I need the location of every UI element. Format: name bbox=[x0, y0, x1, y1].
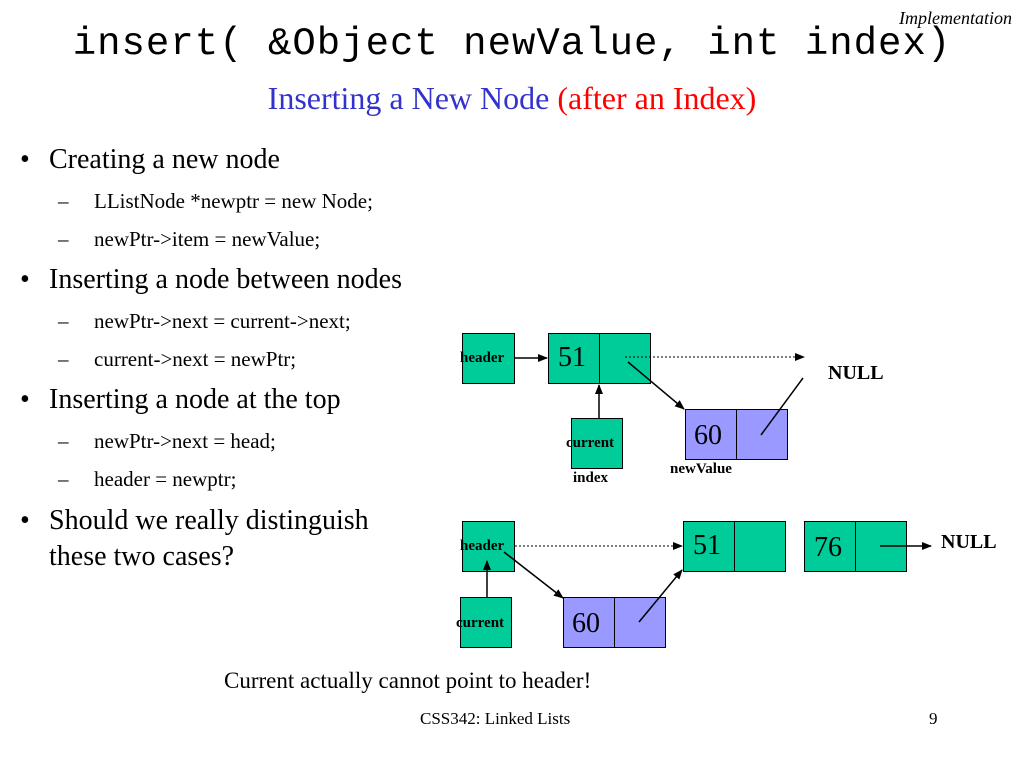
bullet-glyph: • bbox=[20, 144, 30, 175]
bullet-glyph: • bbox=[20, 505, 30, 536]
diagram2-current-label: current bbox=[456, 615, 505, 631]
diagram1-null-label: NULL bbox=[828, 362, 884, 384]
bullet-2: • Inserting a node between nodes bbox=[20, 264, 402, 296]
diagram1-node-51-value-cell bbox=[548, 333, 600, 384]
footer: CSS342: Linked Lists bbox=[420, 709, 571, 728]
bullet-3-sub-2-text: header = newptr; bbox=[94, 467, 237, 491]
caption: Current actually cannot point to header! bbox=[224, 668, 592, 693]
bullet-2-text: Inserting a node between nodes bbox=[49, 264, 402, 295]
bullet-2-sub-2: – current->next = newPtr; bbox=[58, 347, 296, 371]
bullet-1: • Creating a new node bbox=[20, 144, 280, 176]
bullet-glyph: • bbox=[20, 384, 30, 415]
bullet-2-sub-1-text: newPtr->next = current->next; bbox=[94, 309, 351, 333]
d2-header-to-60-arrow bbox=[503, 551, 564, 599]
bullet-3-sub-1-text: newPtr->next = head; bbox=[94, 429, 276, 453]
bullet-1-sub-2: – newPtr->item = newValue; bbox=[58, 227, 320, 251]
bullet-2-sub-2-text: current->next = newPtr; bbox=[94, 347, 297, 371]
section-tag: Implementation bbox=[899, 8, 1012, 28]
bullet-3-sub-2: – header = newptr; bbox=[58, 467, 236, 491]
diagram1-newvalue-label: newValue bbox=[670, 461, 732, 477]
dash-glyph: – bbox=[58, 309, 69, 333]
diagram2-header-label: header bbox=[460, 538, 505, 554]
diagram1-new-node-value: 60 bbox=[694, 420, 722, 451]
d1-51-to-60-arrow bbox=[627, 361, 685, 410]
diagram1-new-node-value-cell bbox=[685, 409, 737, 460]
bullet-glyph: • bbox=[20, 264, 30, 295]
diagram1-node-51-value: 51 bbox=[558, 342, 586, 373]
diagram2-new-node-value: 60 bbox=[572, 608, 600, 639]
dash-glyph: – bbox=[58, 189, 69, 213]
diagram2-node-51-value: 51 bbox=[693, 530, 721, 561]
d1-60-to-null-line bbox=[760, 377, 804, 436]
bullet-2-sub-1: – newPtr->next = current->next; bbox=[58, 309, 351, 333]
bullet-4: • Should we really distinguish bbox=[20, 505, 369, 537]
page-number: 9 bbox=[929, 709, 938, 728]
subtitle-paren: (after an Index) bbox=[557, 80, 757, 116]
dash-glyph: – bbox=[58, 429, 69, 453]
diagram1-index-label: index bbox=[573, 470, 609, 486]
subtitle: Inserting a New Node (after an Index) bbox=[0, 80, 1024, 117]
diagram2-current-box bbox=[460, 597, 512, 648]
diagram2-node-51-next-cell bbox=[734, 521, 786, 572]
code-title: insert( &Object newValue, int index) bbox=[72, 22, 952, 66]
diagram2-null-label: NULL bbox=[941, 531, 997, 553]
diagram2-new-node-value-cell bbox=[563, 597, 615, 648]
diagram2-new-node-next-cell bbox=[614, 597, 666, 648]
diagram1-header-box bbox=[462, 333, 515, 384]
diagram1-node-51-next-cell bbox=[599, 333, 651, 384]
bullet-4-line-2: these two cases? bbox=[49, 541, 235, 572]
diagram1-current-label: current bbox=[566, 435, 615, 451]
bullet-1-sub-1-text: LListNode *newptr = new Node; bbox=[94, 189, 373, 213]
diagram1-current-box bbox=[571, 418, 623, 469]
bullet-1-sub-2-text: newPtr->item = newValue; bbox=[94, 227, 321, 251]
bullet-3-text: Inserting a node at the top bbox=[49, 384, 341, 415]
d2-60-to-51-arrow bbox=[638, 569, 683, 623]
diagram2-node-51-value-cell bbox=[683, 521, 735, 572]
diagram1-header-label: header bbox=[460, 350, 505, 366]
dash-glyph: – bbox=[58, 467, 69, 491]
dash-glyph: – bbox=[58, 227, 69, 251]
bullet-4-text: Should we really distinguish bbox=[49, 505, 369, 536]
subtitle-main: Inserting a New Node bbox=[267, 80, 550, 116]
bullet-3: • Inserting a node at the top bbox=[20, 384, 341, 416]
bullet-1-text: Creating a new node bbox=[49, 144, 280, 175]
dash-glyph: – bbox=[58, 347, 69, 371]
bullet-3-sub-1: – newPtr->next = head; bbox=[58, 429, 276, 453]
diagram2-node-76-value: 76 bbox=[814, 532, 842, 563]
bullet-1-sub-1: – LListNode *newptr = new Node; bbox=[58, 189, 373, 213]
